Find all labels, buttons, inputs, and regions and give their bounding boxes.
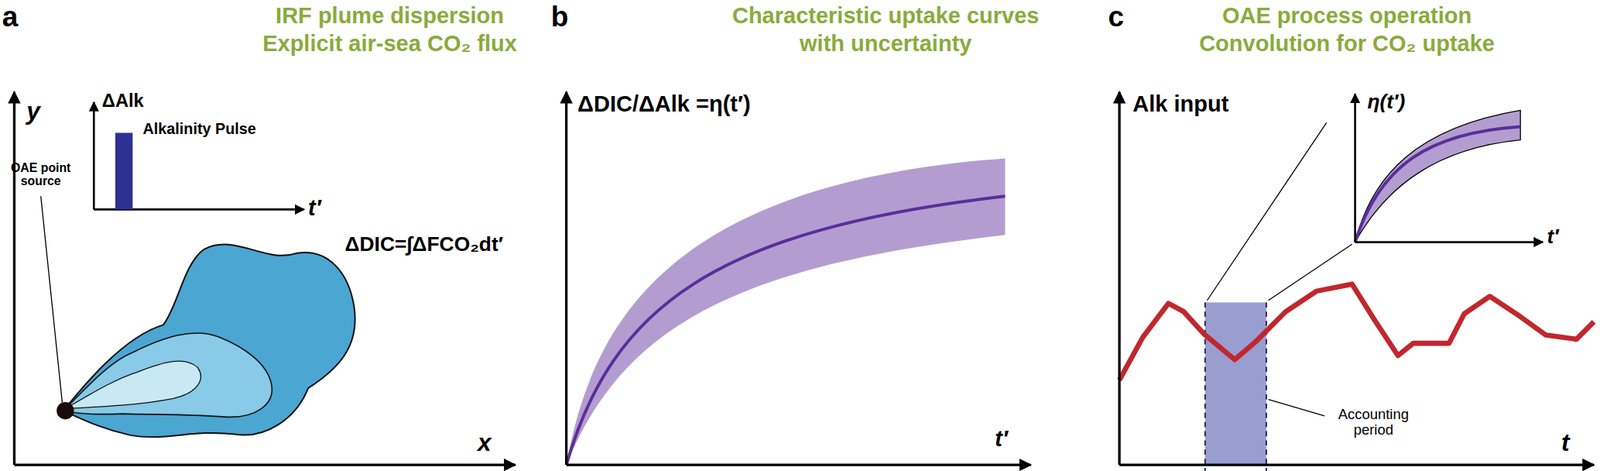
leader-line [1268, 399, 1326, 416]
x-axis [1119, 462, 1594, 466]
axis-label: ΔDIC/ΔAlk =η(t′) [577, 92, 751, 117]
panel-letter: c [1108, 2, 1125, 35]
axis-label: η(t′) [1367, 89, 1405, 113]
x-axis [13, 462, 515, 466]
dashed-line [1204, 301, 1206, 471]
panel-title: with uncertainty [799, 31, 972, 57]
flux-equation: ΔDIC=∫ΔFCO₂dt′ [345, 232, 504, 256]
pulse-label: Alkalinity Pulse [143, 120, 257, 138]
accounting-band [1205, 301, 1267, 465]
inset-band [1355, 109, 1522, 242]
point-source-dot [56, 401, 74, 419]
panel-letter: a [2, 2, 19, 35]
plume [63, 243, 356, 437]
uncertainty-band [566, 157, 1006, 465]
axis-label: t′ [308, 195, 322, 221]
alkalinity-pulse-bar [115, 132, 133, 209]
axis-label: t [1561, 428, 1570, 456]
y-axis [565, 92, 568, 465]
inset-curve [1355, 126, 1522, 243]
panel-title: Convolution for CO₂ uptake [1199, 31, 1495, 57]
axis-label: t′ [1546, 224, 1559, 247]
callout-label: Accounting period [1322, 406, 1425, 439]
panel-title: IRF plume dispersion [275, 3, 504, 29]
leader-line [41, 195, 63, 402]
axis-label: x [477, 428, 492, 456]
x-axis [566, 462, 1032, 466]
inset-axis [92, 102, 96, 209]
zoom-line [1268, 243, 1353, 301]
axis-label: ΔAlk [102, 92, 144, 113]
panel-title: OAE process operation [1222, 3, 1472, 29]
inset-axis [1355, 240, 1544, 244]
axis-label: t′ [994, 426, 1008, 452]
axis-label: y [26, 98, 41, 126]
alkalinity-input-line [1119, 284, 1594, 381]
y-axis [1117, 92, 1121, 465]
panel-title: Explicit air-sea CO₂ flux [262, 31, 518, 57]
y-axis [13, 92, 16, 465]
inset-axis [1353, 93, 1357, 242]
panel-letter: b [551, 2, 569, 35]
uptake-curve [566, 195, 1006, 465]
axis-label: Alk input [1132, 92, 1229, 117]
panel-title: Characteristic uptake curves [732, 3, 1040, 29]
source-label: OAE point source [3, 161, 78, 189]
